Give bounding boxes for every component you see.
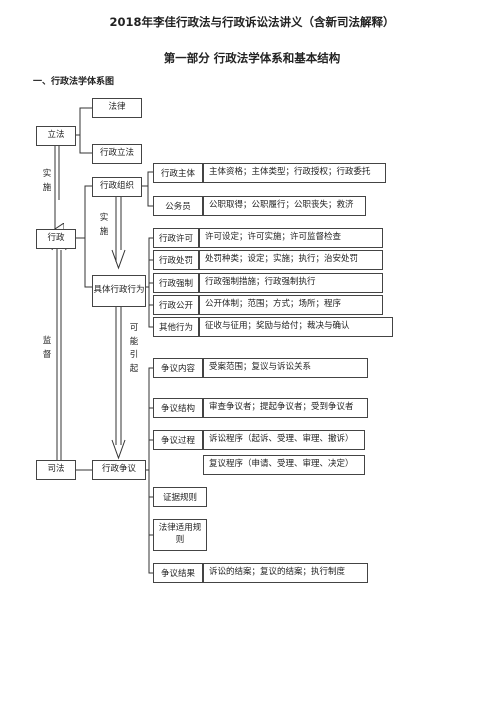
admin-label-5: 行政公开 (153, 295, 199, 315)
box-sifa: 司法 (36, 460, 76, 480)
box-xingzheng: 行政 (36, 229, 76, 249)
box-lifa: 立法 (36, 126, 76, 146)
dispute-label-2: 争议过程 (153, 430, 203, 450)
admin-content-0: 主体资格；主体类型；行政授权；行政委托 (203, 163, 386, 183)
box-xingzheng-zhengyi: 行政争议 (92, 460, 146, 480)
dispute-label-5: 争议结果 (153, 563, 203, 583)
admin-content-5: 公开体制；范围；方式；场所；程序 (199, 295, 383, 315)
dispute-label-1: 争议结构 (153, 398, 203, 418)
box-juti-xingwei: 具体行政行为 (92, 275, 146, 307)
box-falv: 法律 (92, 98, 142, 118)
dispute-content-5: 诉讼的结案；复议的结案；执行制度 (203, 563, 368, 583)
section-heading: 一、行政法学体系图 (33, 77, 115, 87)
document-title: 2018年李佳行政法与行政诉讼法讲义（含新司法解释） (109, 15, 395, 29)
admin-label-6: 其他行为 (153, 317, 199, 337)
admin-label-3: 行政处罚 (153, 250, 199, 270)
admin-content-1: 公职取得；公职履行；公职丧失；救济 (203, 196, 366, 216)
admin-content-2: 许可设定；许可实施；许可监督检查 (199, 228, 383, 248)
dispute-label-4: 法律适用规则 (153, 519, 207, 551)
dispute-content-0: 受案范围；复议与诉讼关系 (203, 358, 368, 378)
label-jiandu: 监督 (42, 336, 52, 360)
box-xingzheng-zuzhi: 行政组织 (92, 177, 142, 197)
admin-label-0: 行政主体 (153, 163, 203, 183)
dispute-label-0: 争议内容 (153, 358, 203, 378)
dispute-content-1: 审查争议者；提起争议者；受到争议者 (203, 398, 368, 418)
admin-label-2: 行政许可 (153, 228, 199, 248)
dispute-label-3: 证据规则 (153, 487, 207, 507)
label-shishi-left: 实施 (42, 169, 52, 193)
box-xingzheng-lifa: 行政立法 (92, 144, 142, 164)
admin-content-4: 行政强制措施；行政强制执行 (199, 273, 383, 293)
label-keneng-yinqi: 可能引起 (129, 323, 139, 374)
dispute-content-2a: 诉讼程序（起诉、受理、审理、撤诉） (203, 430, 365, 450)
admin-content-6: 征收与征用；奖励与给付；裁决与确认 (199, 317, 393, 337)
admin-label-4: 行政强制 (153, 273, 199, 293)
label-shishi-middle: 实施 (99, 213, 109, 237)
part-title: 第一部分 行政法学体系和基本结构 (163, 51, 341, 65)
admin-content-3: 处罚种类；设定；实施；执行；治安处罚 (199, 250, 383, 270)
admin-label-1: 公务员 (153, 196, 203, 216)
dispute-content-2b: 复议程序（申请、受理、审理、决定） (203, 455, 365, 475)
